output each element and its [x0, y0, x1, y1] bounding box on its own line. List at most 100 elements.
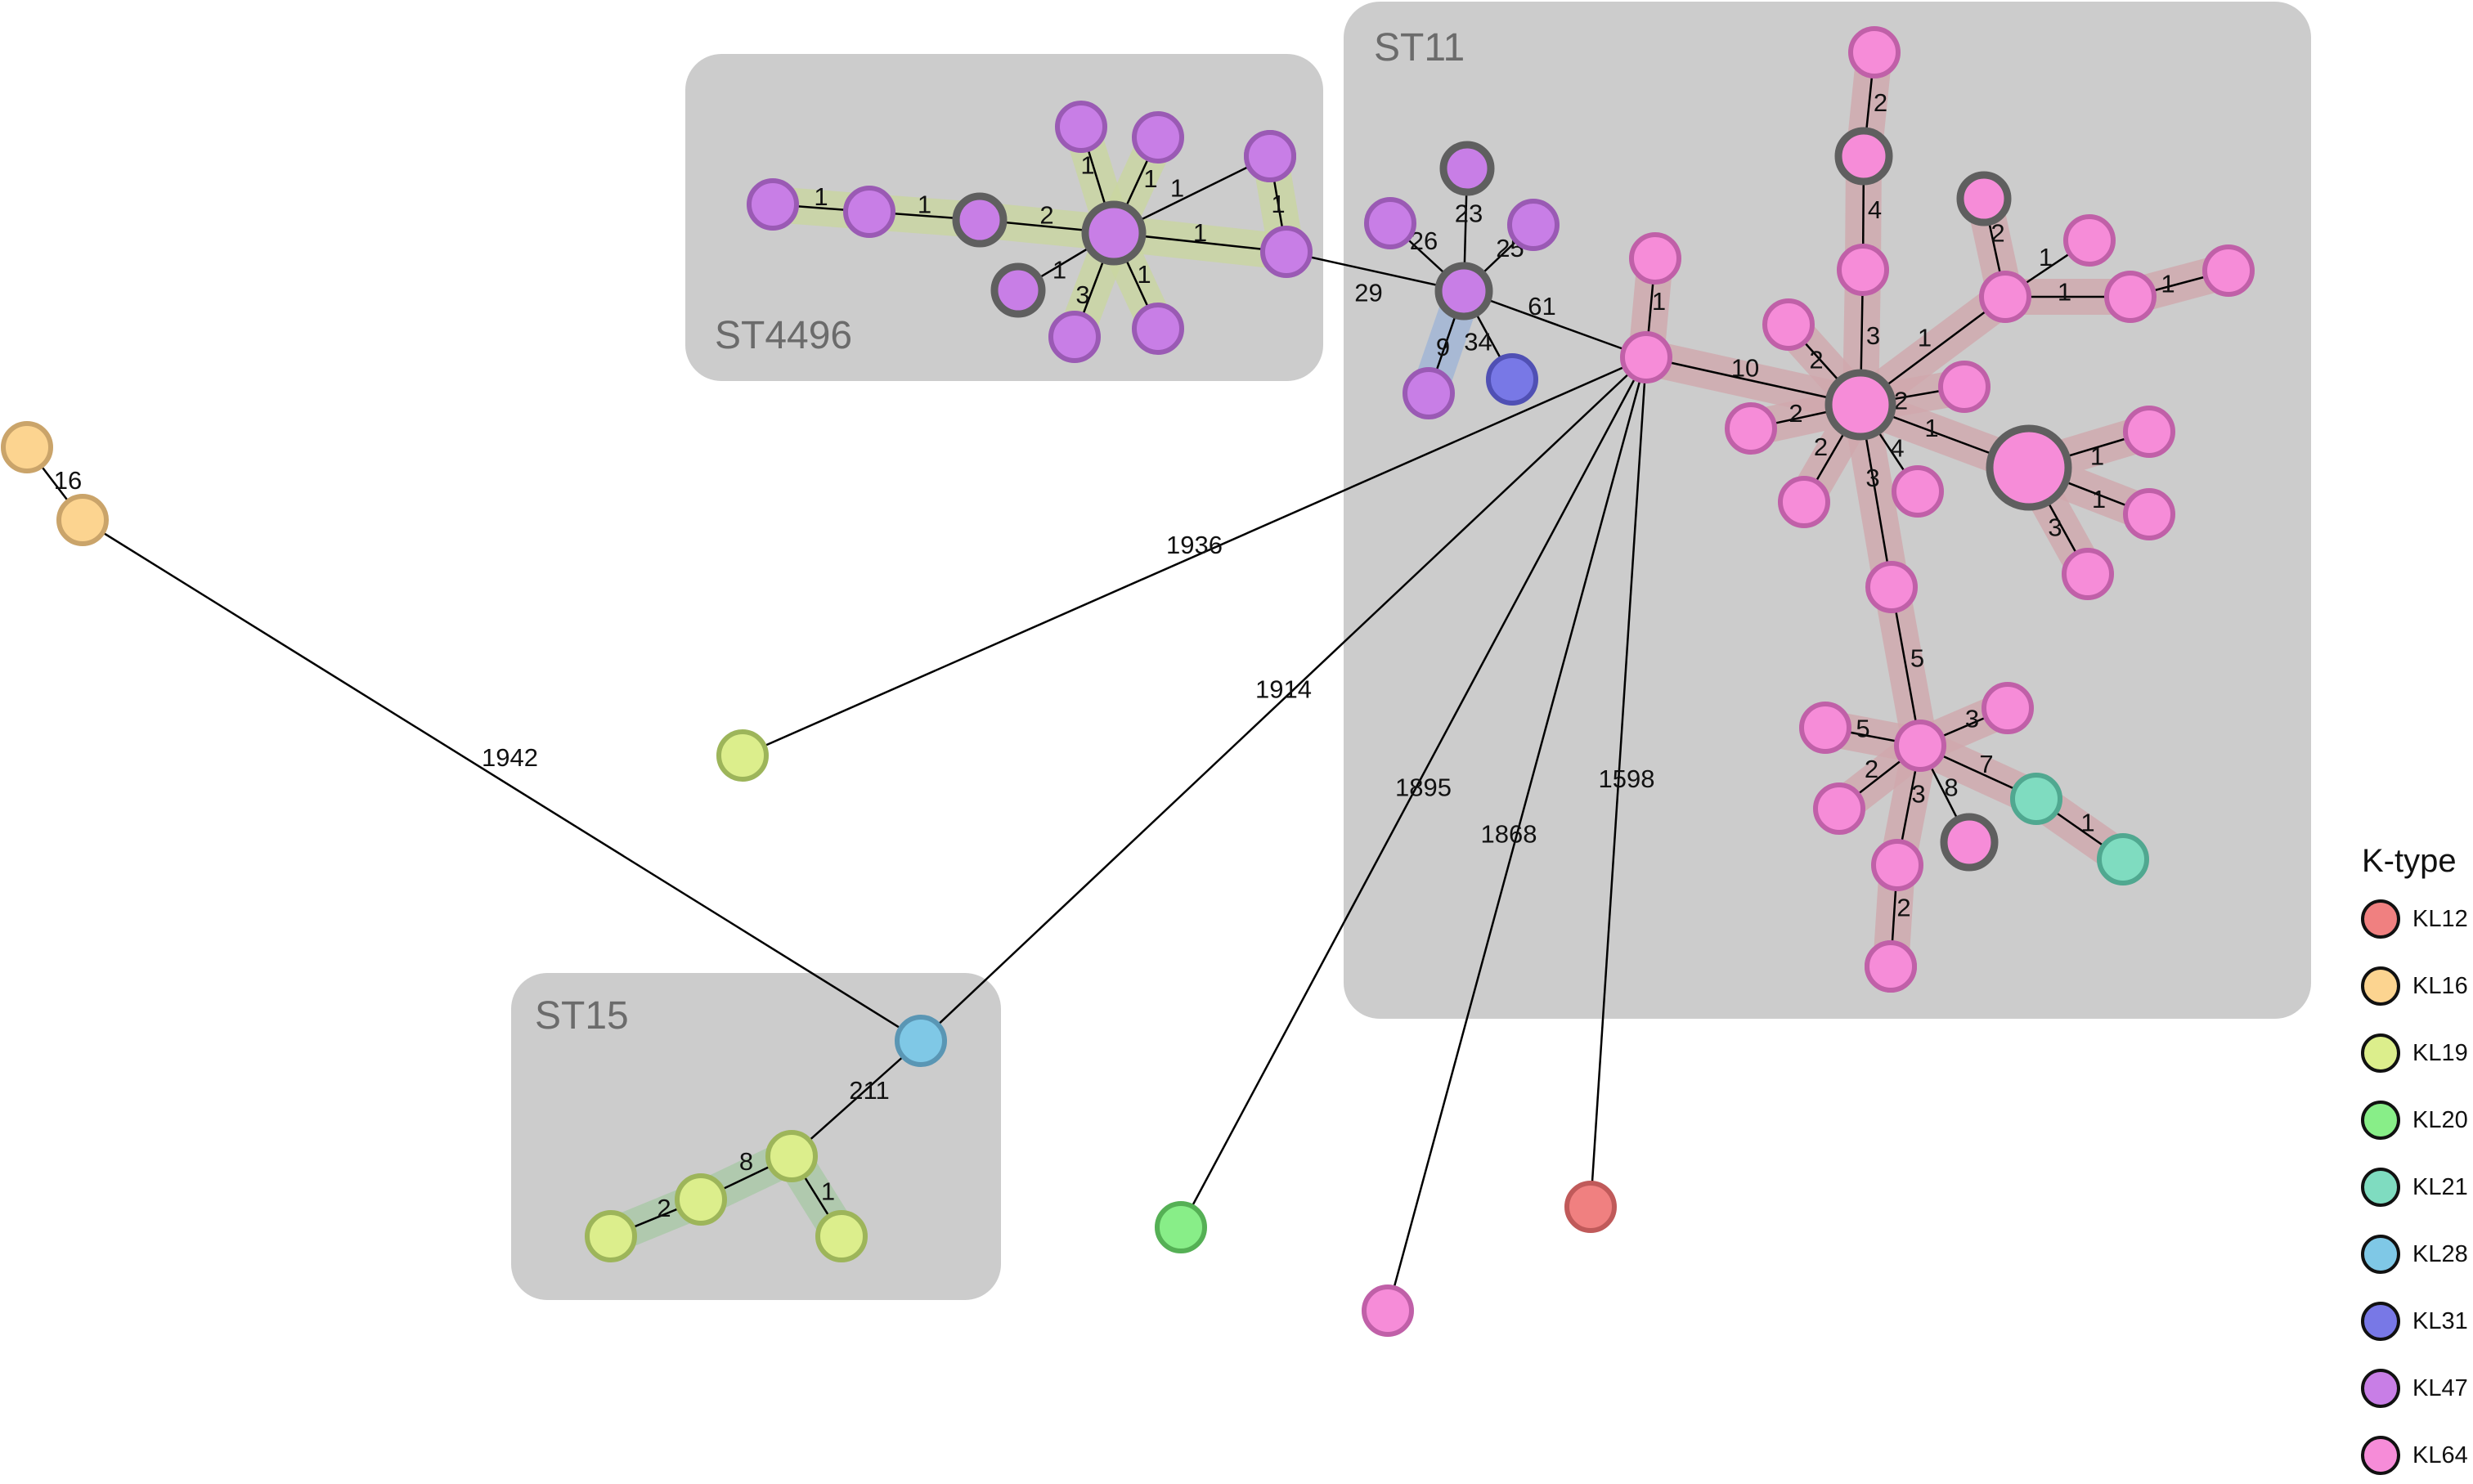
- edge-label: 5: [1856, 715, 1869, 743]
- edge-label: 2: [1809, 346, 1823, 374]
- node-s2[interactable]: [765, 1130, 818, 1182]
- edge-label: 16: [54, 466, 82, 495]
- node-c19[interactable]: [2123, 406, 2175, 458]
- node-a11[interactable]: [1244, 130, 1296, 182]
- node-y2[interactable]: [56, 494, 109, 546]
- edge-label: 29: [1354, 279, 1382, 307]
- node-b5[interactable]: [1403, 367, 1455, 419]
- node-c17[interactable]: [2104, 271, 2157, 323]
- node-a5[interactable]: [1055, 101, 1107, 153]
- node-c2[interactable]: [1629, 232, 1681, 285]
- node-b2[interactable]: [1439, 141, 1495, 196]
- edge-label: 2: [1814, 433, 1828, 461]
- node-a9[interactable]: [1132, 303, 1184, 355]
- node-b3[interactable]: [1364, 197, 1416, 249]
- legend-swatch-kl19: [2361, 1033, 2400, 1073]
- node-s3[interactable]: [675, 1173, 727, 1226]
- node-c3[interactable]: [1824, 369, 1896, 441]
- legend-label-kl31: KL31: [2412, 1308, 2468, 1334]
- edge-label: 2: [1874, 88, 1887, 117]
- edge-y2-s1: [82, 518, 922, 1042]
- node-b4[interactable]: [1507, 199, 1560, 251]
- node-c4[interactable]: [1848, 26, 1901, 78]
- edge-c1-o19: [742, 356, 1647, 757]
- node-o19[interactable]: [716, 729, 769, 782]
- node-c20[interactable]: [2123, 488, 2175, 540]
- legend-swatch-kl31: [2361, 1302, 2400, 1341]
- node-c25[interactable]: [1813, 782, 1865, 835]
- edge-label: 2: [1789, 399, 1802, 428]
- node-c21[interactable]: [2062, 548, 2114, 600]
- edge-c1-o12: [1589, 356, 1648, 1208]
- edge-label: 3: [1075, 280, 1089, 309]
- legend-label-kl28: KL28: [2412, 1241, 2468, 1267]
- node-s5[interactable]: [815, 1210, 868, 1262]
- node-c27[interactable]: [1940, 813, 1999, 872]
- legend-swatch-kl28: [2361, 1235, 2400, 1274]
- edge-label: 1895: [1395, 773, 1452, 802]
- edge-label: 3: [1866, 321, 1880, 350]
- node-c14[interactable]: [1865, 561, 1918, 613]
- node-c6[interactable]: [1837, 244, 1889, 296]
- node-c23[interactable]: [1799, 702, 1851, 754]
- node-c10[interactable]: [1778, 476, 1830, 528]
- edge-label: 7: [1979, 750, 1993, 778]
- node-c1[interactable]: [1620, 331, 1672, 383]
- edge-label: 1: [1143, 164, 1157, 193]
- node-c5[interactable]: [1834, 127, 1893, 186]
- node-c29[interactable]: [1865, 940, 1917, 993]
- edge-c14-c22: [1890, 586, 1922, 746]
- node-c30[interactable]: [2010, 773, 2062, 825]
- edge-label: 2: [1896, 894, 1910, 922]
- node-a4[interactable]: [1081, 200, 1147, 266]
- legend-swatch-kl16: [2361, 966, 2400, 1006]
- edge-label: 1: [918, 191, 931, 219]
- node-c18[interactable]: [2202, 244, 2255, 297]
- legend-label-kl20: KL20: [2412, 1107, 2468, 1133]
- node-a1[interactable]: [747, 178, 799, 231]
- edge-label: 1: [821, 1177, 835, 1206]
- node-c26[interactable]: [1871, 839, 1923, 891]
- node-o12[interactable]: [1564, 1181, 1617, 1233]
- node-c13[interactable]: [1986, 424, 2072, 511]
- node-y1[interactable]: [1, 421, 53, 473]
- edge-label: 5: [1910, 644, 1924, 673]
- node-c22[interactable]: [1894, 720, 1946, 772]
- edge-label: 1936: [1166, 531, 1223, 559]
- node-c24[interactable]: [1982, 682, 2034, 734]
- edge-label: 1: [2039, 243, 2053, 271]
- edge-label: 2: [1039, 201, 1053, 230]
- edge-label: 211: [849, 1076, 889, 1105]
- node-b6[interactable]: [1486, 353, 1538, 406]
- node-s1[interactable]: [895, 1015, 947, 1067]
- node-o64[interactable]: [1362, 1284, 1414, 1337]
- edge-label: 2: [1865, 755, 1878, 783]
- node-a2[interactable]: [843, 186, 895, 238]
- node-o20[interactable]: [1155, 1201, 1207, 1253]
- node-c11[interactable]: [1892, 465, 1944, 518]
- node-c31[interactable]: [2097, 833, 2149, 885]
- node-b1[interactable]: [1434, 262, 1493, 321]
- node-c16[interactable]: [2063, 214, 2116, 267]
- node-a8[interactable]: [1048, 311, 1101, 363]
- node-c8[interactable]: [1938, 361, 1991, 413]
- node-c12[interactable]: [1979, 271, 2031, 323]
- node-a3[interactable]: [952, 192, 1008, 248]
- group-label-st15: ST15: [535, 994, 629, 1038]
- edge-label: 1: [2161, 270, 2175, 298]
- edge-b1-c1: [1463, 289, 1647, 359]
- node-c9[interactable]: [1725, 402, 1777, 455]
- legend-swatch-kl12: [2361, 899, 2400, 939]
- node-a7[interactable]: [990, 262, 1046, 318]
- node-c15[interactable]: [1956, 171, 2012, 226]
- node-a6[interactable]: [1132, 111, 1184, 164]
- edge-label: 8: [1944, 773, 1958, 802]
- node-c7[interactable]: [1762, 298, 1815, 351]
- node-a12[interactable]: [1260, 226, 1313, 278]
- legend-swatch-kl21: [2361, 1168, 2400, 1207]
- edge-label: 1: [1652, 287, 1666, 316]
- node-s4[interactable]: [585, 1210, 637, 1262]
- legend: K-type KL12KL16KL19KL20KL21KL28KL31KL47K…: [2361, 843, 2468, 1475]
